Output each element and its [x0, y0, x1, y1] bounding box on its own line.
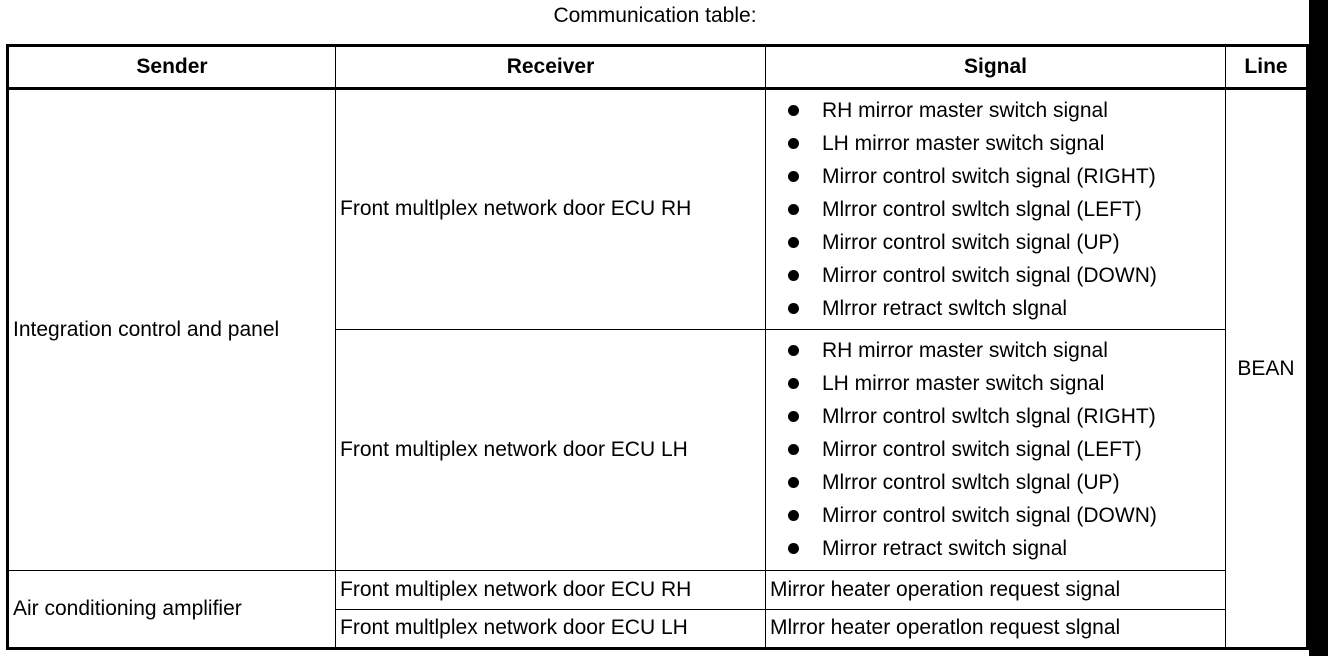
signal-cell: RH mirror master switch signal LH mirror…: [765, 328, 1226, 571]
bullet-icon: [788, 378, 799, 390]
table-row: Front multlplex network door ECU LH Mlrr…: [8, 608, 1308, 650]
bullet-icon: [788, 203, 799, 215]
list-item: RH mirror master switch signal: [788, 334, 1221, 367]
list-item: Mirror control switch signal (DOWN): [788, 259, 1221, 292]
list-item: Mirror control switch signal (LEFT): [788, 433, 1221, 466]
bullet-icon: [788, 236, 799, 248]
receiver-cell: Front multlplex network door ECU RH: [335, 88, 766, 330]
list-item: Mlrror control swltch slgnal (LEFT): [788, 193, 1221, 226]
list-item: LH mirror master switch signal: [788, 367, 1221, 400]
receiver-cell: Front multiplex network door ECU RH: [335, 569, 766, 610]
list-item: Mirror control switch signal (DOWN): [788, 499, 1221, 532]
bullet-icon: [788, 170, 799, 182]
sender-cell: Air conditioning amplifier: [7, 569, 336, 650]
bullet-icon: [788, 345, 799, 357]
table-caption: Communication table:: [553, 4, 757, 27]
line-cell: BEAN: [1225, 88, 1308, 649]
header-line: Line: [1225, 45, 1308, 90]
list-item: Mirror retract switch signal: [788, 532, 1221, 565]
bullet-icon: [788, 444, 799, 456]
signal-list: RH mirror master switch signal LH mirror…: [770, 94, 1221, 325]
bullet-icon: [788, 137, 799, 149]
bullet-icon: [788, 269, 799, 281]
signal-cell: RH mirror master switch signal LH mirror…: [765, 88, 1226, 330]
list-item: Mlrror control swltch slgnal (RIGHT): [788, 400, 1221, 433]
list-item: Mlrror control swltch slgnal (UP): [788, 466, 1221, 499]
bullet-icon: [788, 302, 799, 314]
header-row: Sender Receiver Signal Line: [7, 45, 1308, 90]
list-item: Mlrror retract swltch slgnal: [788, 292, 1221, 325]
header-sender: Sender: [7, 45, 336, 90]
edge-bar: [1309, 0, 1328, 656]
receiver-cell: Front multlplex network door ECU LH: [335, 608, 766, 650]
table-row: Integration control and panel Front mult…: [7, 88, 1308, 649]
bullet-icon: [788, 411, 799, 423]
bullet-icon: [788, 477, 799, 489]
list-item: RH mirror master switch signal: [788, 94, 1221, 127]
header-receiver: Receiver: [335, 45, 766, 90]
receiver-cell: Front multiplex network door ECU LH: [335, 328, 766, 571]
bullet-icon: [788, 543, 799, 555]
header-signal: Signal: [765, 45, 1226, 90]
bullet-icon: [788, 104, 799, 116]
signal-list: RH mirror master switch signal LH mirror…: [770, 334, 1221, 565]
signal-cell: Mirror heater operation request signal: [765, 569, 1226, 610]
list-item: Mirror control switch signal (UP): [788, 226, 1221, 259]
sender-cell: Integration control and panel: [7, 88, 336, 571]
list-item: LH mirror master switch signal: [788, 127, 1221, 160]
table-row: Air conditioning amplifier Front multipl…: [7, 569, 1308, 650]
signal-cell: Mlrror heater operatlon request slgnal: [765, 608, 1226, 650]
table-row: Front multiplex network door ECU LH RH m…: [8, 328, 1308, 571]
list-item: Mirror control switch signal (RIGHT): [788, 160, 1221, 193]
communication-table: Sender Receiver Signal Line Integration …: [6, 44, 1309, 650]
bullet-icon: [788, 510, 799, 522]
